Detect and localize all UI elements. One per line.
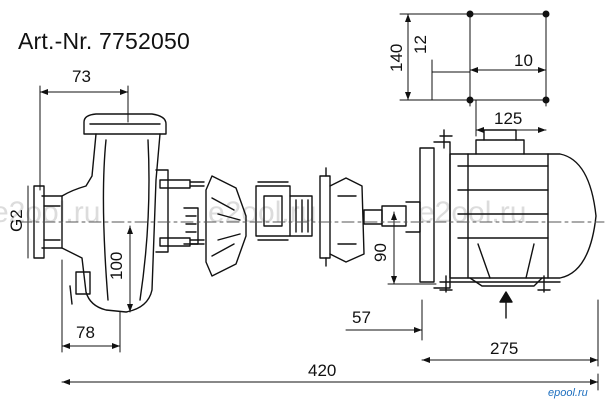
- watermark-right: e2ool.ru: [418, 196, 526, 229]
- mounting-holes: [466, 10, 550, 104]
- dim-57: 57: [352, 308, 371, 327]
- view-arrow-head: [500, 292, 512, 302]
- dim-78: 78: [76, 323, 95, 342]
- motor-shaft: [364, 202, 420, 232]
- dim-275: 275: [490, 339, 518, 358]
- dim-90: 90: [371, 243, 390, 262]
- dim-73: 73: [72, 67, 91, 86]
- dim-100: 100: [107, 252, 126, 280]
- seal-plate: [320, 168, 364, 266]
- dim-140: 140: [387, 44, 406, 72]
- dimension-lines: [20, 14, 604, 390]
- dim-12: 12: [411, 35, 430, 54]
- mechanical-seal: [256, 182, 312, 240]
- watermark-left: e2ool.ru: [0, 196, 100, 229]
- dim-125: 125: [494, 109, 522, 128]
- dim-10: 10: [514, 51, 533, 70]
- article-number-title: Art.-Nr. 7752050: [18, 28, 190, 54]
- electric-motor: [420, 130, 596, 292]
- pump-housing: [34, 114, 168, 312]
- housing-studs: [160, 180, 204, 246]
- dim-420: 420: [308, 361, 336, 380]
- brand-logo-text: epool.ru: [548, 387, 588, 399]
- dimension-arrows: [40, 14, 598, 385]
- impeller: [184, 176, 246, 276]
- dim-g2: G2: [7, 209, 26, 232]
- watermark-center: e2ool.ru: [208, 196, 316, 229]
